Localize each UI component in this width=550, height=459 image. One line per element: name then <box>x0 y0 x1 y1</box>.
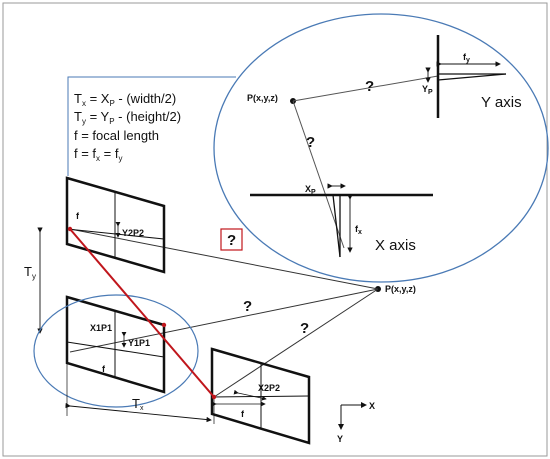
x2p2-label: X2P2 <box>258 383 280 393</box>
svg-text:Tx: Tx <box>132 396 144 412</box>
camera-plane-right <box>210 347 311 445</box>
zoom-circle <box>213 13 549 283</box>
fy-label-sub: y <box>466 57 470 64</box>
camera-plane-left <box>65 295 166 394</box>
scene-point-label: P(x,y,z) <box>385 284 416 294</box>
ray-right-camera <box>213 288 379 398</box>
eq2-sub: y <box>82 117 86 126</box>
top-plane-center-h <box>66 228 165 240</box>
eq1-prefix: T <box>74 91 82 106</box>
f-bottom-left: f <box>102 364 106 374</box>
eq3: f = focal length <box>74 128 159 143</box>
f-top: f <box>76 211 80 221</box>
x-axis-label: X axis <box>375 237 416 254</box>
fx-label-main: f <box>355 224 359 234</box>
legend-x-label: X <box>369 401 375 411</box>
zoom-point-label: P(x,y,z) <box>247 93 278 103</box>
ray-top-camera <box>69 228 379 290</box>
tx-sub: x <box>140 405 144 412</box>
eq4-eq: = f <box>100 146 119 161</box>
tx-main: T <box>132 396 140 411</box>
boxed-q-text: ? <box>227 232 236 249</box>
eq4-sub2: y <box>118 154 122 163</box>
ray-left-camera <box>69 288 379 353</box>
boxed-question <box>220 228 243 251</box>
scene-q-low: ? <box>300 320 309 337</box>
y-axis-label: Y axis <box>481 94 522 111</box>
main-scene: P(x,y,z) ? ? ? f Y2P2 Ty X1P1 Y1P1 f <box>24 176 416 445</box>
yp-label-main: Y <box>422 84 428 94</box>
svg-text:f = fx = fy: f = fx = fy <box>74 146 122 163</box>
eq1-sub: x <box>82 99 86 108</box>
eq1-eq: = X <box>86 91 110 106</box>
eq1-rest: - (width/2) <box>115 91 176 106</box>
eq2-sub2: P <box>109 117 114 126</box>
f-bottom-right: f <box>241 409 245 419</box>
zoom-ray-x <box>292 100 345 249</box>
equations-block: Tx = XP - (width/2) Ty = YP - (height/2)… <box>74 91 181 163</box>
svg-text:fy: fy <box>463 52 470 64</box>
x1p1-label: X1P1 <box>90 323 112 333</box>
eq4-main: f = f <box>74 146 96 161</box>
svg-text:Tx = XP - (width/2): Tx = XP - (width/2) <box>74 91 176 108</box>
zoom-ray-y <box>292 75 439 102</box>
scene-q-mid: ? <box>243 298 252 315</box>
x-focal-ray <box>332 194 341 258</box>
svg-text:Ty = YP - (height/2): Ty = YP - (height/2) <box>74 109 181 126</box>
eq2-prefix: T <box>74 109 82 124</box>
baseline-red-line <box>69 228 215 398</box>
zoom-q-left: ? <box>306 134 315 151</box>
center-top <box>67 226 73 232</box>
left-plane-center-h <box>66 341 165 358</box>
xp-label-main: X <box>305 184 311 194</box>
fy-label-main: f <box>463 52 467 62</box>
x2p2-arrow <box>233 389 267 401</box>
xp-label-sub: P <box>311 189 316 196</box>
svg-text:Ty: Ty <box>24 264 36 281</box>
eq4-sub: x <box>96 154 100 163</box>
svg-text:XP: XP <box>305 184 316 196</box>
zoom-content: P(x,y,z) ? ? fy YP Y axis fx XP X axis <box>247 35 522 258</box>
yp-label-sub: P <box>428 89 433 96</box>
ty-sub: y <box>32 272 36 281</box>
eq2-eq: = Y <box>86 109 110 124</box>
callout-connector <box>67 76 236 176</box>
center-right <box>211 394 217 400</box>
camera-plane-top <box>65 176 166 274</box>
eq2-rest: - (height/2) <box>115 109 181 124</box>
svg-text:fx: fx <box>355 224 362 236</box>
ty-main: T <box>24 264 32 279</box>
fx-label-sub: x <box>358 229 362 236</box>
zoom-q-top: ? <box>365 78 374 95</box>
center-left <box>161 322 167 328</box>
y-focal-ray <box>437 73 507 81</box>
svg-text:YP: YP <box>422 84 433 96</box>
legend-y-label: Y <box>337 434 343 444</box>
tx-dimension <box>65 402 212 423</box>
right-plane-center-h <box>211 395 310 398</box>
y2p2-label: Y2P2 <box>122 228 144 238</box>
eq1-sub2: P <box>109 99 114 108</box>
y1p1-label: Y1P1 <box>128 338 150 348</box>
